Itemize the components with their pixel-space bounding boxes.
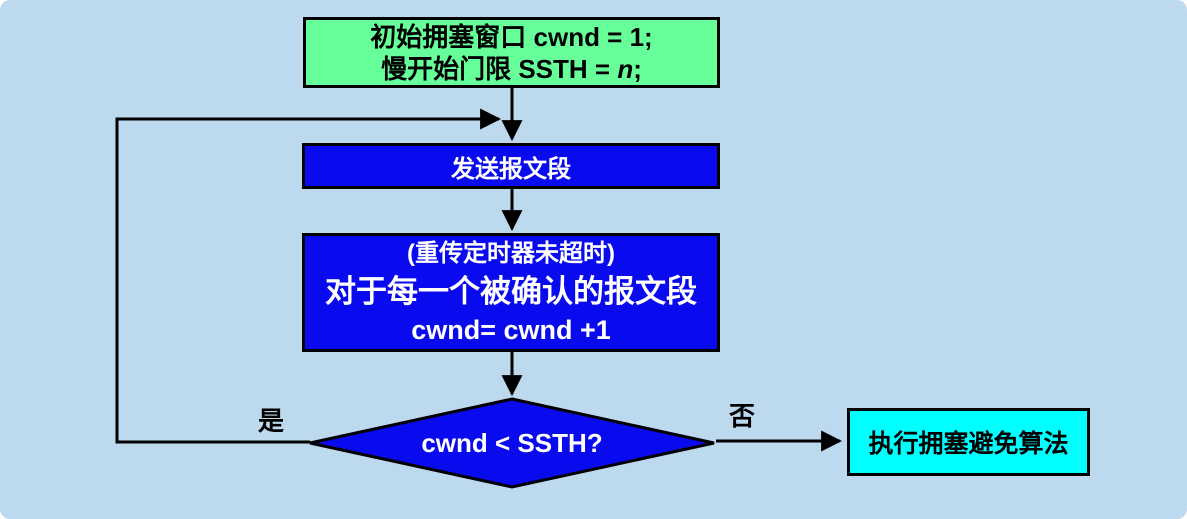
ack-line2: 对于每一个被确认的报文段 [325, 273, 697, 309]
ack-line3: cwnd= cwnd +1 [411, 314, 611, 345]
node-send-segment: 发送报文段 [302, 143, 720, 189]
send-label: 发送报文段 [451, 155, 571, 183]
node-ack-increase: (重传定时器未超时) 对于每一个被确认的报文段 cwnd= cwnd +1 [302, 233, 720, 352]
edge-label-no: 否 [729, 401, 756, 431]
init-line1: 初始拥塞窗口 cwnd = 1; [370, 21, 653, 52]
init-line2-prefix: 慢开始门限 SSTH = [381, 53, 618, 84]
init-line2-variable: n [617, 53, 634, 84]
init-line2: 慢开始门限 SSTH = n; [381, 53, 642, 85]
arrow-loop-yes [115, 108, 502, 444]
avoid-label: 执行拥塞避免算法 [868, 430, 1069, 458]
edge-label-yes: 是 [258, 406, 285, 436]
ack-line1: (重传定时器未超时) [407, 239, 615, 267]
decision-label: cwnd < SSTH? [421, 427, 603, 458]
decision-diamond-shape [309, 397, 715, 489]
node-init: 初始拥塞窗口 cwnd = 1; 慢开始门限 SSTH = n; [303, 17, 720, 88]
node-congestion-avoidance: 执行拥塞避免算法 [847, 408, 1090, 476]
init-line2-suffix: ; [633, 53, 642, 84]
